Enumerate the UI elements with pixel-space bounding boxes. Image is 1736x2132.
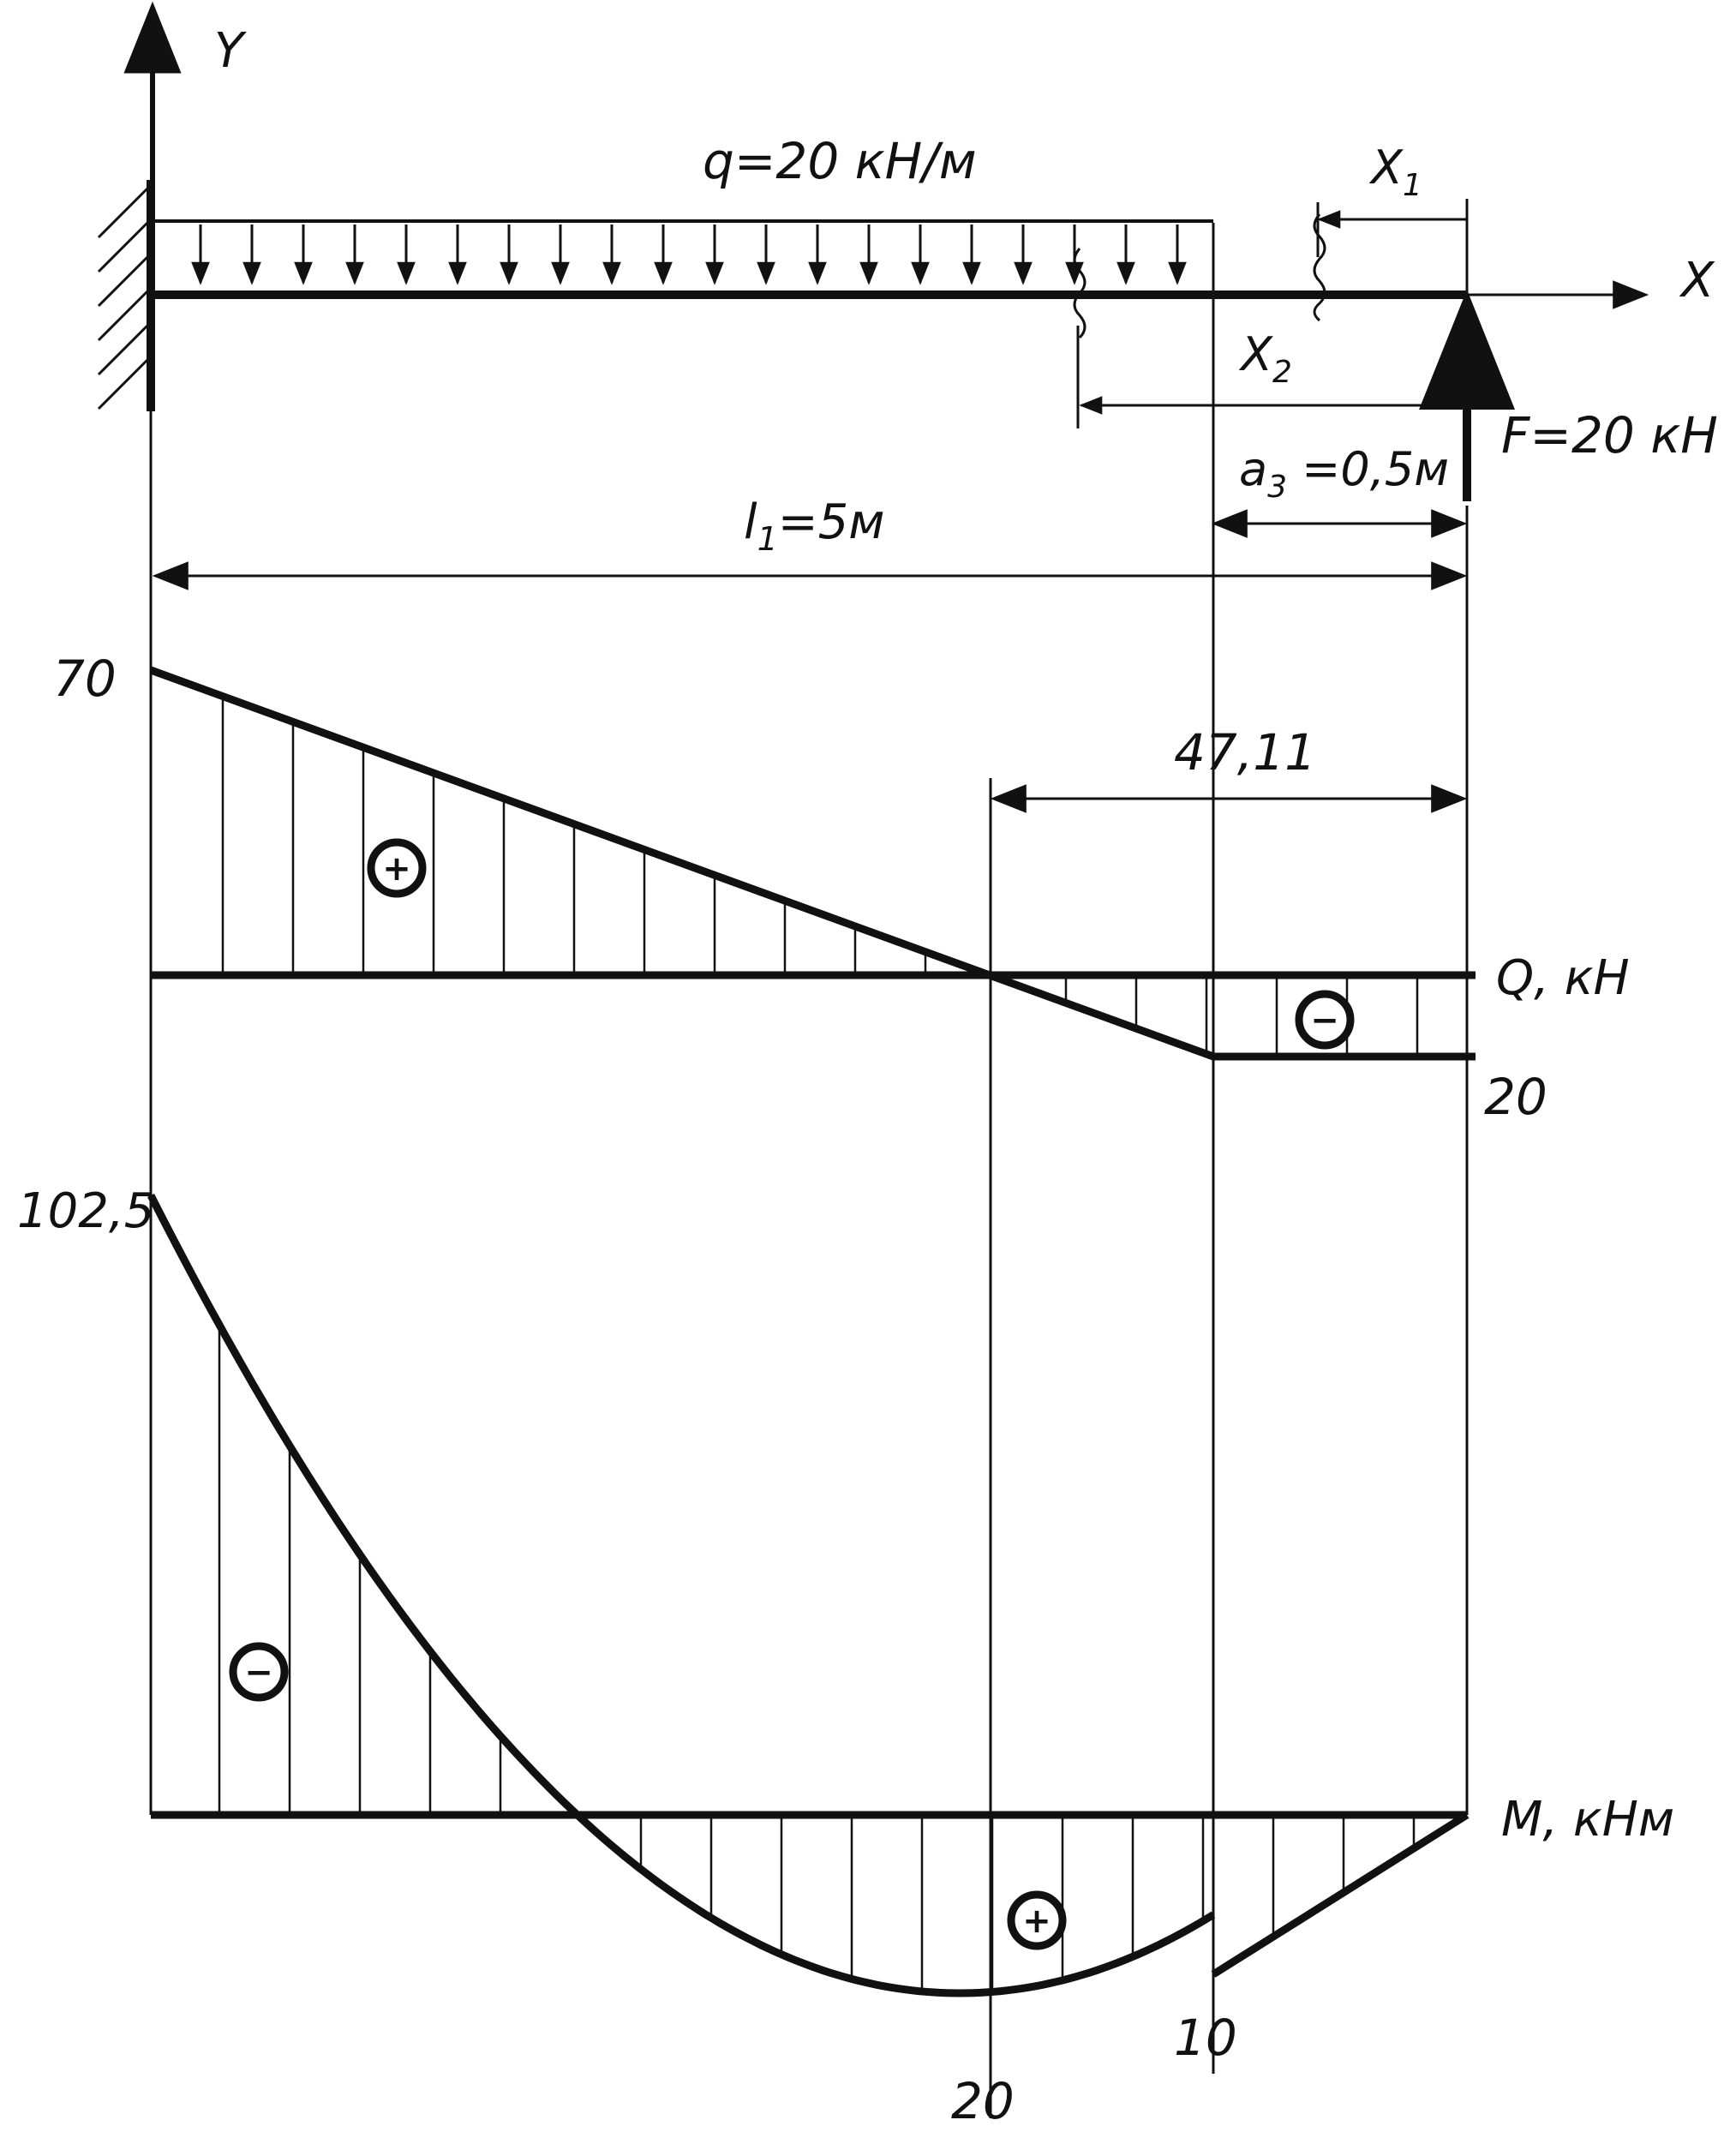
m-axis-label: M, кНм (1501, 1792, 1674, 1848)
x1-label: X1 (1368, 141, 1422, 203)
m-max-label: 102,5 (17, 1183, 154, 1239)
q-minus-sign (1295, 990, 1355, 1050)
distributed-load (151, 219, 1213, 285)
m-20-label: 20 (951, 2072, 1015, 2130)
a3-label: a3 =0,5м (1239, 442, 1449, 505)
m-plus-text: + (1022, 1901, 1051, 1941)
wall-hatching (97, 187, 149, 410)
m-end-line (1211, 1812, 1470, 1978)
section-mark-1 (1313, 213, 1326, 322)
section-mark-2 (1073, 248, 1086, 339)
axis-x-label: X (1679, 253, 1715, 308)
l1-label: l1=5м (744, 494, 885, 558)
q-min-label: 20 (1484, 1068, 1547, 1126)
shear-diagram (149, 666, 1476, 1061)
m-minus-sign (229, 1642, 289, 1702)
dim-4711-label: 47,11 (1174, 723, 1316, 782)
m-curve (147, 1193, 1216, 1997)
q-minus-text: − (1310, 1001, 1339, 1040)
reference-lines (149, 223, 1469, 2118)
m-plus-sign (1007, 1890, 1067, 1950)
q-axis-label: Q, кН (1496, 950, 1630, 1006)
load-q-label: q=20 кН/м (703, 132, 977, 190)
beam-scheme (97, 1, 1649, 590)
force-f-label: F=20 кН (1501, 406, 1718, 464)
moment-diagram (147, 1193, 1470, 1997)
axis-y-label: Y (214, 23, 247, 79)
labels: Y X q=20 кН/м X1 X2 F=20 кН a3 =0,5м l1=… (17, 23, 1718, 2130)
m-minus-text: − (244, 1653, 273, 1692)
q-plus-text: + (382, 849, 411, 889)
x2-label: X2 (1238, 327, 1292, 390)
m-10-label: 10 (1174, 2009, 1237, 2067)
q-max-label: 70 (53, 650, 117, 708)
q-slope-line (149, 666, 1215, 1061)
q-plus-sign (367, 838, 427, 898)
